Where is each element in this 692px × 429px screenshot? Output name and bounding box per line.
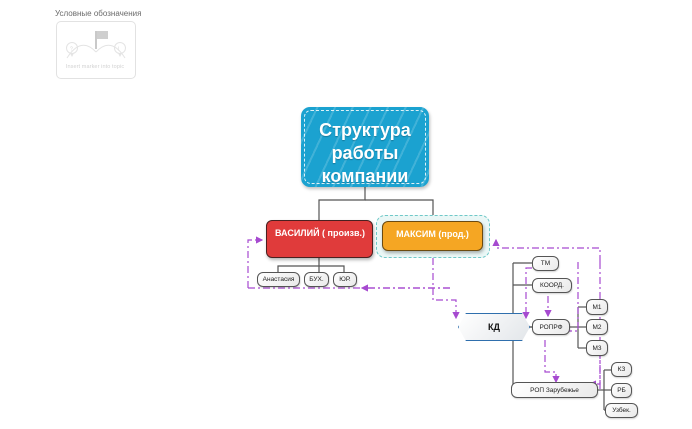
root-stitch-border: [304, 110, 426, 184]
topic-maksim[interactable]: МАКСИМ (прод.): [382, 221, 483, 251]
legend-title: Условные обозначения: [55, 9, 142, 18]
topic-uzbek[interactable]: Узбек.: [605, 403, 638, 418]
topic-maksim-label: МАКСИМ (прод.): [396, 229, 469, 239]
svg-text:!: !: [118, 47, 119, 53]
topic-m1[interactable]: М1: [586, 299, 608, 315]
root-hatch-overlay: [301, 107, 429, 187]
topic-anastasia[interactable]: Анастасия: [257, 272, 300, 287]
topic-ropprf[interactable]: РОПРФ: [532, 319, 570, 335]
topic-buh[interactable]: БУХ.: [304, 272, 329, 287]
topic-kd[interactable]: КД: [458, 313, 530, 341]
topic-m2[interactable]: М2: [586, 319, 608, 335]
legend-panel[interactable]: ? !: [56, 21, 136, 79]
topic-jur[interactable]: ЮР.: [333, 272, 357, 287]
svg-text:?: ?: [70, 47, 73, 53]
topic-m3[interactable]: М3: [586, 340, 608, 356]
topic-rop-abroad[interactable]: РОП Зарубежье: [511, 382, 598, 398]
root-topic-label: Структура работы компании: [319, 120, 411, 186]
topic-tm[interactable]: ТМ: [532, 256, 559, 271]
legend-hint-text: Insert marker into topic: [65, 64, 125, 70]
topic-vasiliy-label: ВАСИЛИЙ ( произв.): [275, 228, 366, 238]
topic-kz[interactable]: КЗ: [611, 362, 632, 377]
marker-flag-icon: ? !: [66, 31, 126, 59]
topic-rb[interactable]: РБ: [611, 383, 632, 398]
topic-vasiliy[interactable]: ВАСИЛИЙ ( произв.): [266, 220, 373, 258]
topic-koord[interactable]: КООРД.: [532, 278, 572, 293]
root-topic[interactable]: Структура работы компании: [301, 107, 429, 187]
